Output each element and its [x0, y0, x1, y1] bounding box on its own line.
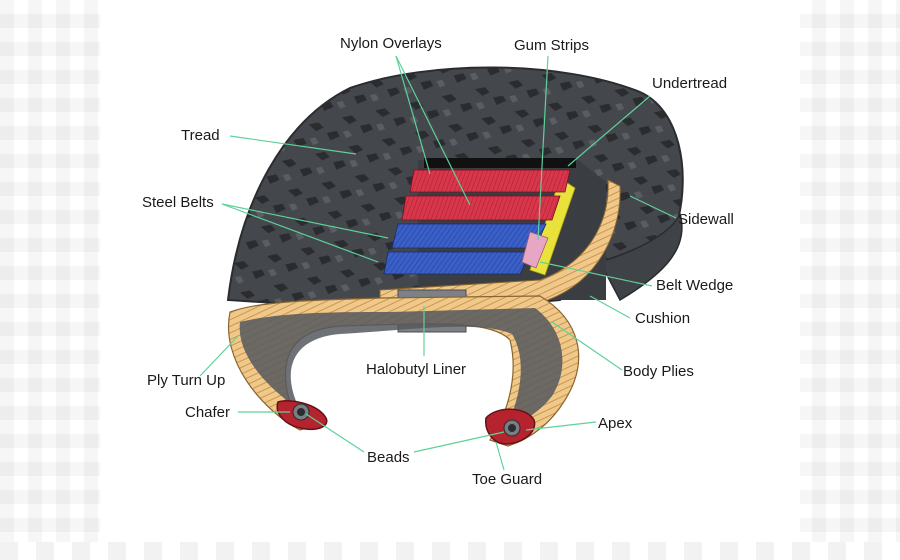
label-belt-wedge: Belt Wedge — [656, 277, 734, 294]
label-cushion: Cushion — [635, 310, 691, 327]
leader-sidewall — [629, 195, 677, 219]
leader-ply-turn-up — [199, 335, 239, 377]
label-steel-belts: Steel Belts — [142, 194, 214, 211]
label-gum-strips: Gum Strips — [514, 37, 590, 54]
leader-body-plies — [551, 321, 623, 371]
label-halobutyl-liner: Halobutyl Liner — [366, 361, 467, 378]
leader-steel-belts-2 — [221, 203, 379, 263]
label-tread: Tread — [181, 127, 220, 144]
leader-steel-belts — [221, 203, 389, 239]
leader-cushion — [589, 295, 631, 319]
leader-belt-wedge — [539, 261, 653, 287]
leader-tread — [229, 135, 357, 155]
leader-apex — [525, 421, 597, 431]
label-nylon-overlays: Nylon Overlays — [340, 35, 442, 52]
leader-beads — [305, 413, 365, 453]
label-body-plies: Body Plies — [623, 363, 694, 380]
label-toe-guard: Toe Guard — [472, 471, 543, 488]
label-sidewall: Sidewall — [678, 211, 734, 228]
leader-lines — [199, 55, 677, 471]
label-ply-turn-up: Ply Turn Up — [147, 372, 226, 389]
leader-toe-guard — [495, 441, 505, 471]
label-chafer: Chafer — [185, 404, 231, 421]
label-undertread: Undertread — [652, 75, 728, 92]
bottom-strip — [0, 542, 900, 560]
leader-gum-strips — [537, 55, 549, 241]
bead-right — [485, 408, 536, 445]
label-apex: Apex — [598, 415, 633, 432]
leader-nylon-overlays — [395, 55, 431, 175]
label-beads: Beads — [367, 449, 410, 466]
leader-beads-2 — [413, 431, 505, 453]
bead-left — [276, 400, 328, 430]
leader-undertread — [567, 95, 651, 167]
leader-nylon-overlays-2 — [395, 55, 471, 206]
